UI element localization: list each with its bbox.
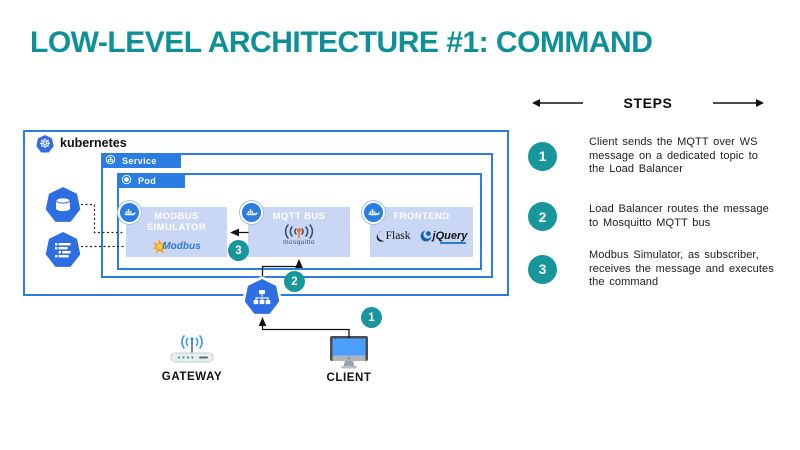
frontend-logos: Flask jQuery xyxy=(370,230,473,244)
jquery-logo-text: jQuery xyxy=(432,230,468,242)
modbus-simulator-box: MODBUS SIMULATOR Modbus xyxy=(126,207,227,257)
step-number-badge: 3 xyxy=(528,254,557,284)
page-title: LOW-LEVEL ARCHITECTURE #1: COMMAND xyxy=(30,26,653,59)
mosquitto-signal-icon xyxy=(284,223,314,239)
jquery-logo: jQuery xyxy=(420,230,468,244)
step-text: Client sends the MQTT over WS message on… xyxy=(589,136,758,175)
step-item-2: 2 Load Balancer routes the message to Mo… xyxy=(528,202,777,231)
modbus-logo-text: Modbus xyxy=(162,241,201,252)
step-item-1: 1 Client sends the MQTT over WS message … xyxy=(528,136,777,177)
steps-title: STEPS xyxy=(623,95,673,111)
diagram-step-badge-3: 3 xyxy=(228,240,249,261)
flask-icon xyxy=(376,230,385,242)
pod-label: Pod xyxy=(138,175,157,186)
service-icon xyxy=(105,152,116,170)
frontend-box: FRONTEND Flask jQuery xyxy=(370,207,473,257)
step-number-badge: 2 xyxy=(528,202,557,231)
step-text: Load Balancer routes the message to Mosq… xyxy=(589,203,769,229)
docker-whale-icon xyxy=(362,201,385,224)
flask-logo: Flask xyxy=(376,230,411,243)
step-item-3: 3 Modbus Simulator, as subscriber, recei… xyxy=(528,249,777,290)
load-balancer-heptagon-icon xyxy=(241,276,283,317)
kubernetes-label: kubernetes xyxy=(60,136,127,150)
right-arrow-icon xyxy=(713,99,764,107)
frontend-title: FRONTEND xyxy=(393,211,450,222)
mosquitto-logo: mosquitto xyxy=(248,223,350,246)
pod-tab: Pod xyxy=(117,173,185,188)
diagram-step-badge-1: 1 xyxy=(361,307,382,328)
mqtt-bus-title: MQTT BUS xyxy=(272,211,326,222)
jquery-swirl-icon xyxy=(420,230,432,242)
gateway-label: GATEWAY xyxy=(161,371,223,383)
modbus-simulator-title: MODBUS SIMULATOR xyxy=(146,211,207,233)
step-number-badge: 1 xyxy=(528,141,557,171)
mqtt-bus-box: MQTT BUS mosquitto xyxy=(248,207,350,257)
database-heptagon-icon xyxy=(45,187,81,222)
service-label: Service xyxy=(122,155,157,166)
kubernetes-logo-icon: ☸ xyxy=(36,135,54,153)
client-label: CLIENT xyxy=(326,372,372,384)
flask-logo-text: Flask xyxy=(385,230,411,242)
load-balancer-glyph xyxy=(244,279,280,314)
service-tab: Service xyxy=(101,153,181,168)
left-arrow-icon xyxy=(532,99,583,107)
modbus-logo: Modbus xyxy=(126,239,227,254)
gateway-router-icon xyxy=(166,332,218,373)
docker-whale-icon xyxy=(118,201,141,224)
diagram-step-badge-2: 2 xyxy=(284,271,305,292)
config-list-heptagon-icon xyxy=(45,232,81,267)
pod-icon xyxy=(121,172,132,190)
steps-header: STEPS xyxy=(531,95,765,111)
client-computer-icon xyxy=(328,335,370,376)
modbus-star-icon xyxy=(152,239,168,254)
docker-whale-icon xyxy=(240,201,263,224)
mosquitto-logo-text: mosquitto xyxy=(283,238,315,246)
step-text: Modbus Simulator, as subscriber, receive… xyxy=(589,249,774,288)
